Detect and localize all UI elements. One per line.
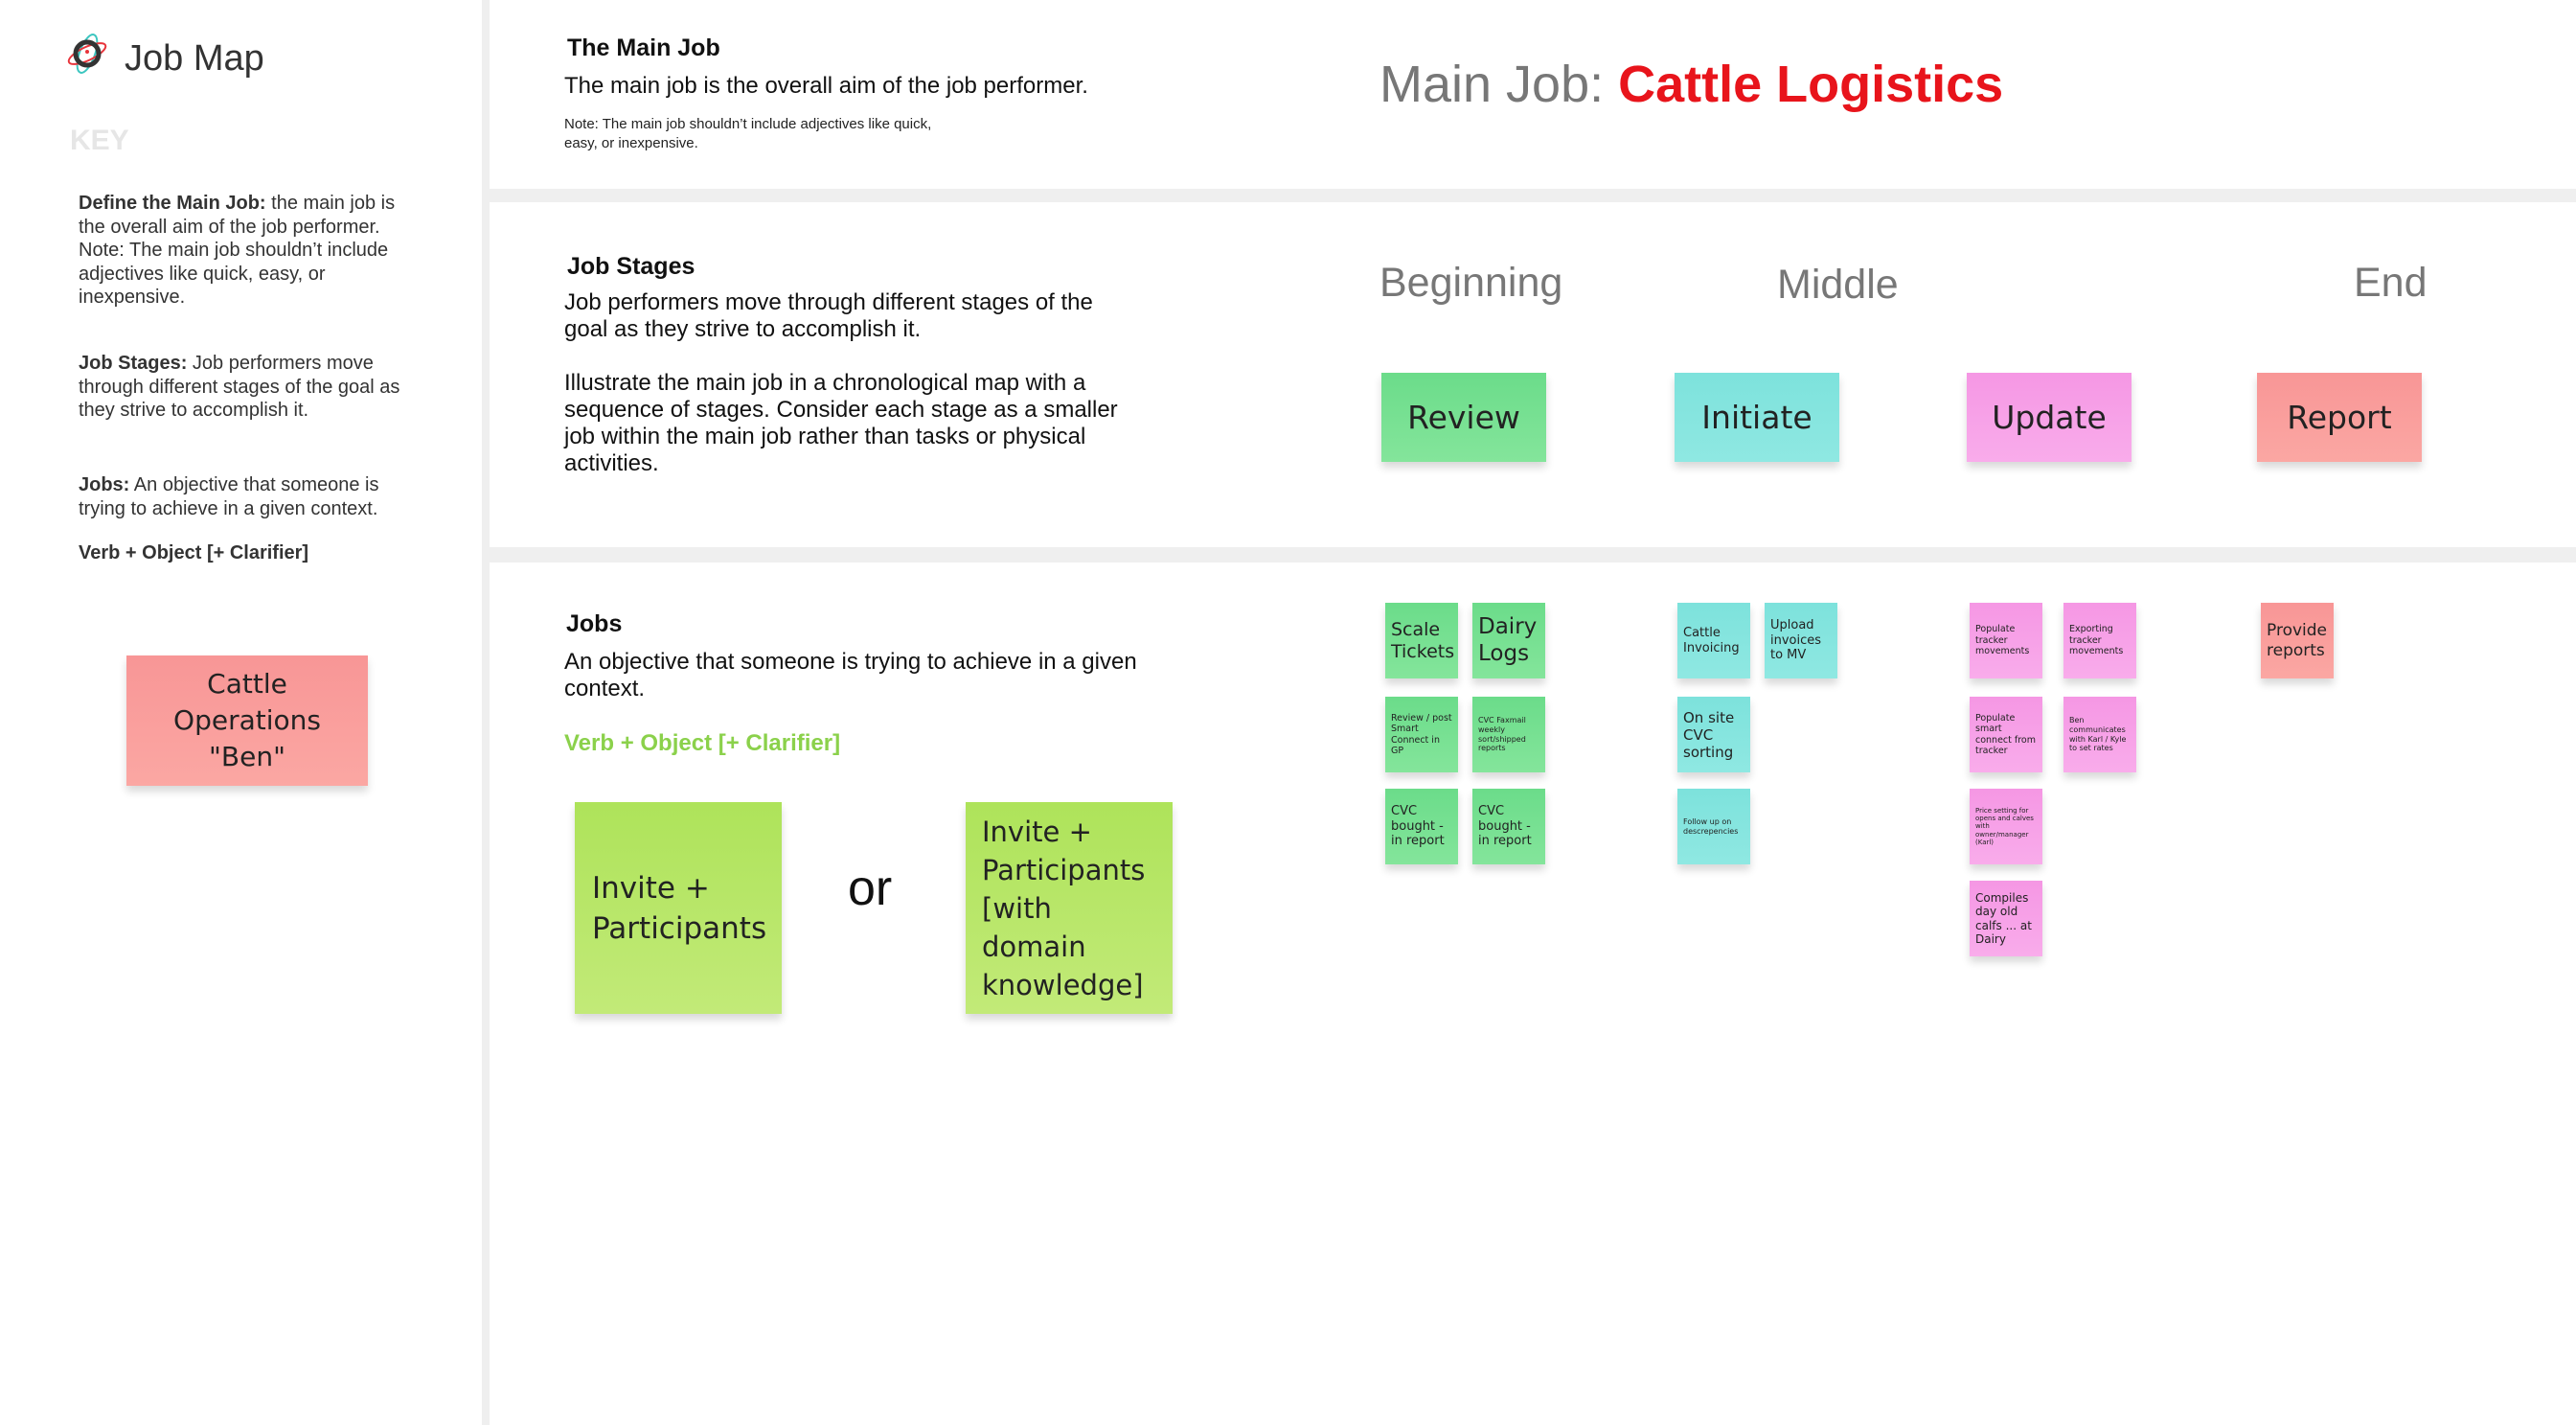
key-item-job-stages: Job Stages: Job performers move through …	[79, 353, 400, 421]
jobs-formula: Verb + Object [+ Clarifier]	[564, 730, 841, 756]
job-note-initiate[interactable]: Cattle Invoicing	[1677, 603, 1750, 678]
stage-initiate[interactable]: Initiate	[1675, 373, 1839, 462]
stage-review[interactable]: Review	[1381, 373, 1546, 462]
job-note-initiate[interactable]: Follow up on descrepencies	[1677, 789, 1750, 864]
example-note-2[interactable]: Invite + Participants [with domain knowl…	[966, 802, 1173, 1014]
job-note-update[interactable]: Populate tracker movements	[1970, 603, 2042, 678]
job-note-update[interactable]: Compiles day old calfs ... at Dairy	[1970, 881, 2042, 956]
persona-sticky-note[interactable]: Cattle Operations "Ben"	[126, 655, 368, 786]
job-note-review[interactable]: CVC bought - in report	[1385, 789, 1458, 864]
stage-update[interactable]: Update	[1967, 373, 2131, 462]
or-label: or	[848, 861, 893, 916]
job-note-update[interactable]: Ben communicates with Karl / Kyle to set…	[2063, 697, 2136, 772]
key-label: KEY	[70, 125, 129, 156]
job-note-review[interactable]: Review / post Smart Connect in GP	[1385, 697, 1458, 772]
main-job-note: Note: The main job shouldn’t include adj…	[564, 116, 932, 151]
job-note-initiate[interactable]: Upload invoices to MV	[1765, 603, 1837, 678]
key-item-jobs: Jobs: An objective that someone is tryin…	[79, 474, 379, 519]
main-job-panel: The Main Job The main job is the overall…	[490, 0, 2576, 189]
sidebar: Job Map KEY Define the Main Job: the mai…	[0, 0, 482, 1425]
phase-middle: Middle	[1777, 262, 1899, 308]
job-note-review[interactable]: Scale Tickets	[1385, 603, 1458, 678]
example-note-1[interactable]: Invite + Participants	[575, 802, 782, 1014]
job-stages-p2: Illustrate the main job in a chronologic…	[564, 370, 1118, 476]
app-title: Job Map	[125, 38, 264, 79]
job-map-logo-icon	[67, 34, 107, 74]
key-formula: Verb + Object [+ Clarifier]	[79, 542, 309, 563]
job-note-update[interactable]: Price setting for opens and calves with …	[1970, 789, 2042, 864]
phase-end: End	[2354, 260, 2428, 306]
job-note-initiate[interactable]: On site CVC sorting	[1677, 697, 1750, 772]
jobs-heading: Jobs	[566, 610, 623, 637]
key-item-main-job: Define the Main Job: the main job is the…	[79, 193, 396, 308]
job-note-update[interactable]: Populate smart connect from tracker	[1970, 697, 2042, 772]
jobs-panel: Jobs An objective that someone is trying…	[490, 563, 2576, 1425]
job-note-review[interactable]: CVC Faxmail weekly sort/shipped reports	[1472, 697, 1545, 772]
main-job-heading: The Main Job	[567, 34, 720, 61]
job-stages-p1: Job performers move through different st…	[564, 289, 1093, 342]
job-stages-heading: Job Stages	[567, 253, 695, 280]
phase-beginning: Beginning	[1379, 260, 1563, 306]
job-note-update[interactable]: Exporting tracker movements	[2063, 603, 2136, 678]
job-note-review[interactable]: Dairy Logs	[1472, 603, 1545, 678]
main-job-description: The main job is the overall aim of the j…	[564, 73, 1088, 99]
job-note-review[interactable]: CVC bought - in report	[1472, 789, 1545, 864]
main-job-value: Cattle Logistics	[1618, 56, 2004, 113]
job-note-report[interactable]: Provide reports	[2261, 603, 2334, 678]
job-stages-panel: Job Stages Job performers move through d…	[490, 202, 2576, 547]
stage-report[interactable]: Report	[2257, 373, 2422, 462]
jobs-description: An objective that someone is trying to a…	[564, 649, 1137, 701]
main-job-title: Main Job: Cattle Logistics	[1379, 56, 2004, 113]
